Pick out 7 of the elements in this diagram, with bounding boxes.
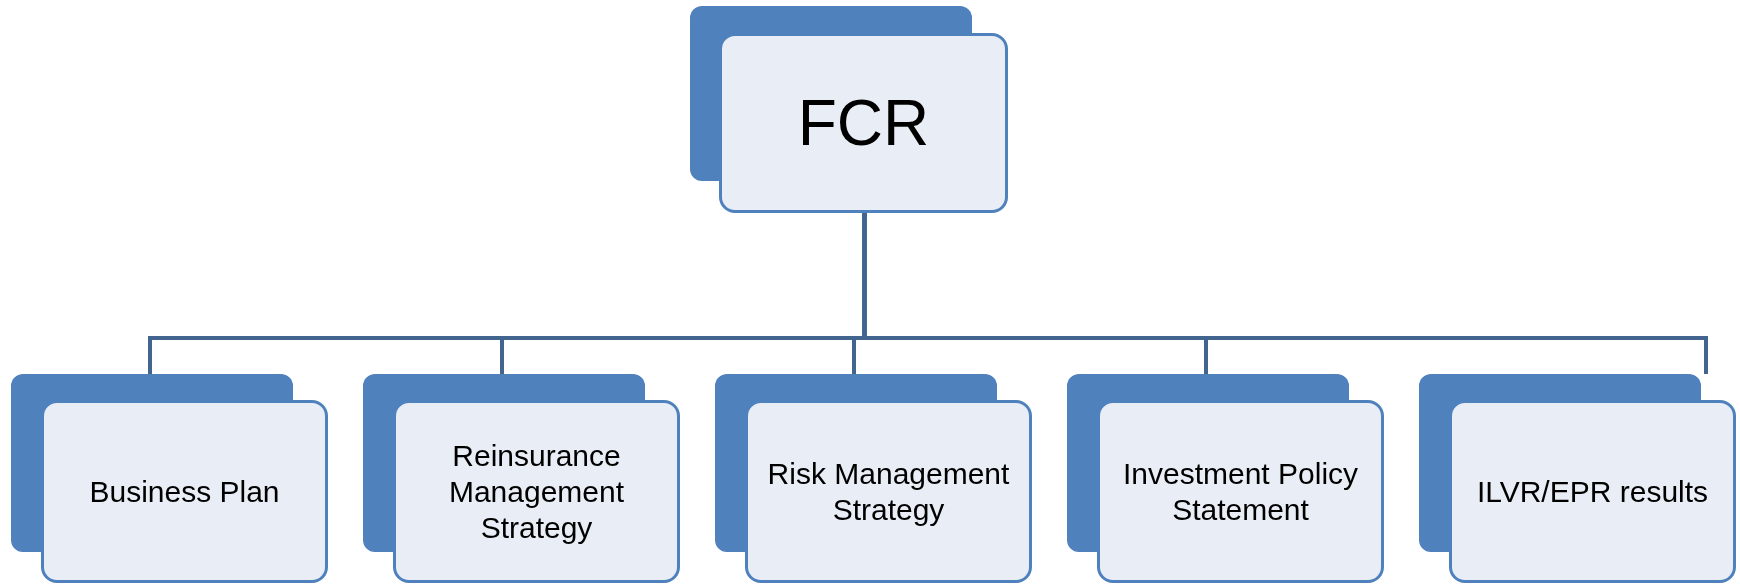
box-label: Reinsurance Management Strategy	[447, 437, 626, 546]
title-text: FCR	[797, 91, 930, 155]
box-label: Risk Management Strategy	[766, 455, 1011, 528]
box-label: ILVR/EPR results	[1476, 473, 1709, 510]
box-label: Business Plan	[89, 473, 280, 510]
connector-line	[862, 213, 1708, 374]
box-label: Investment Policy Statement	[1121, 455, 1360, 528]
